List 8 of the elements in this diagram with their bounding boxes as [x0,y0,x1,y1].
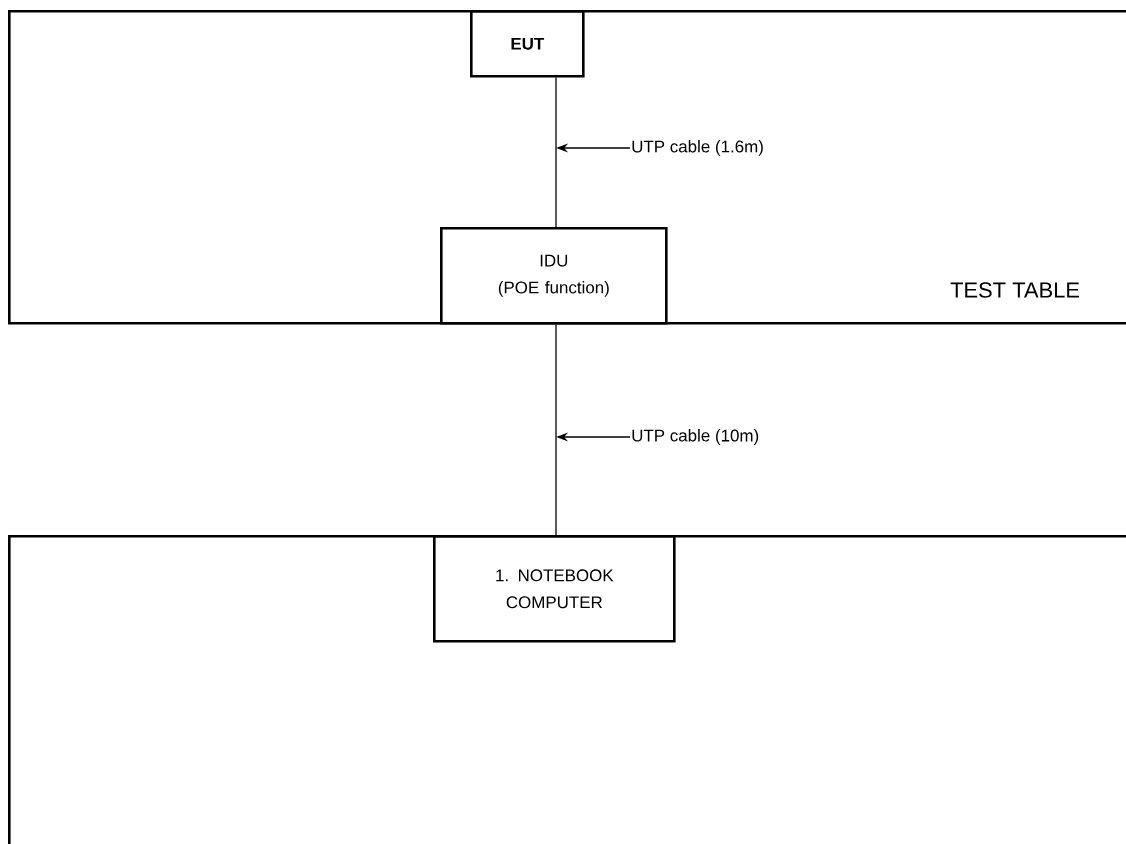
equipment-box: IDU (POE function) [440,227,668,325]
cable-label: UTP cable (1.6m) [632,140,763,156]
cable-line [555,76,557,228]
cable-line [555,323,557,536]
equipment-box: 1. NOTEBOOK COMPUTER [433,535,676,643]
equipment-box: EUT [470,10,585,78]
cable-label: UTP cable (10m) [632,429,759,445]
table-outline [8,535,1126,844]
